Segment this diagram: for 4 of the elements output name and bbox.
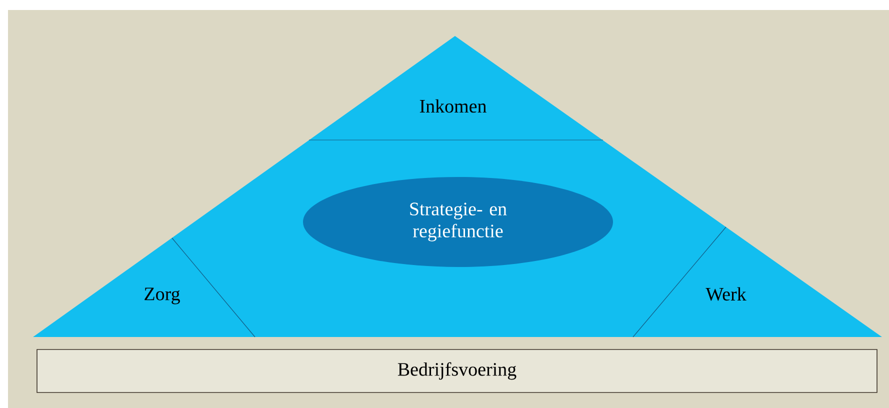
section-label: Zorg [144, 288, 180, 304]
section-label: Inkomen [420, 99, 486, 113]
base-bar: Bedrijfsvoering [36, 349, 878, 393]
section-label: Werk [706, 287, 746, 301]
